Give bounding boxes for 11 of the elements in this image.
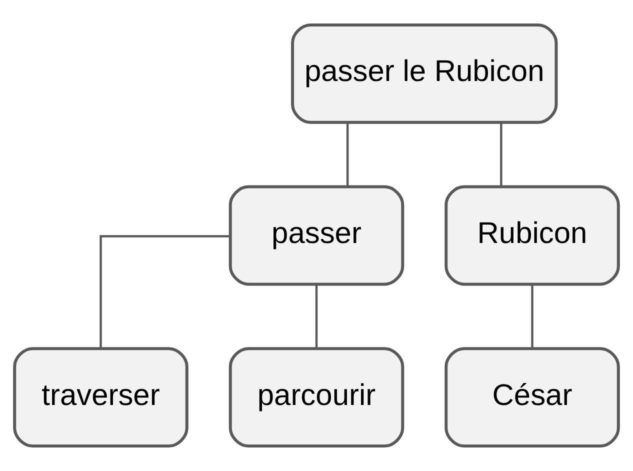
node-box: César [444,347,620,448]
node-box: passer [228,185,404,286]
connector [531,284,534,348]
node-box: traverser [13,347,188,448]
connector [346,122,349,187]
node-box: Rubicon [444,185,620,286]
connector [315,284,318,348]
node-box: parcourir [228,347,404,448]
node-box: passer le Rubicon [291,24,558,124]
connector [500,122,502,187]
connector [100,235,230,349]
